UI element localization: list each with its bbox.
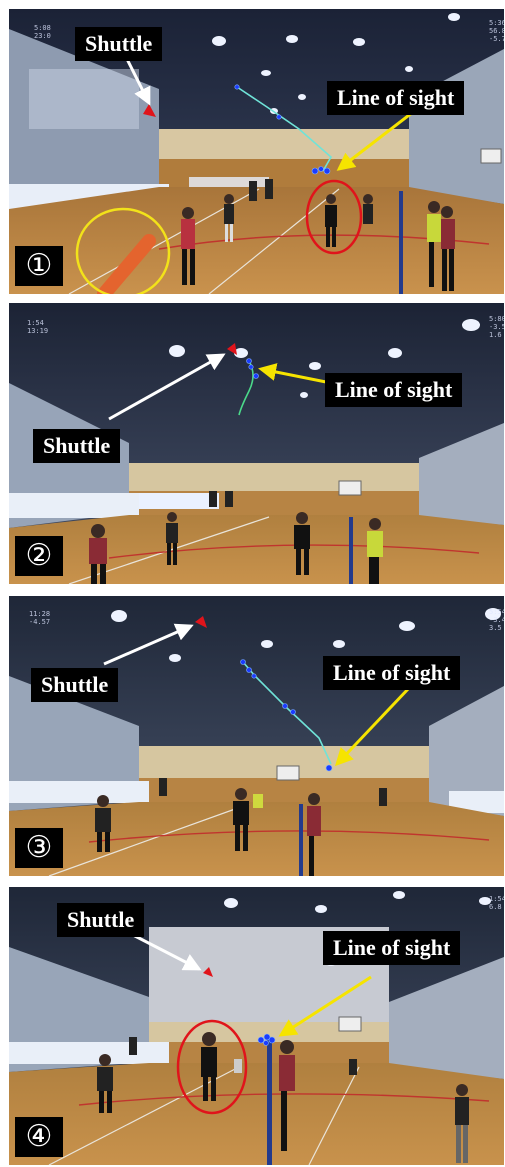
photo-panel-1: Shuttle Line of sight ① 5:08 23:0 5:36 5… — [9, 9, 504, 294]
line-of-sight-label: Line of sight — [327, 81, 465, 115]
shuttle-label: Shuttle — [31, 668, 119, 702]
hud-readout-right: 5:54 -3.4 3.5 — [489, 608, 504, 632]
shuttle-label: Shuttle — [57, 903, 145, 937]
hud-readout-left: 1:54 13:19 — [27, 319, 49, 335]
hud-readout-right: 5:36 56.8 -5.7 — [489, 19, 504, 43]
panel-number: ④ — [15, 1117, 63, 1157]
gym-scene-2 — [9, 303, 504, 584]
hud-readout-right: 1:54 6.8 — [489, 895, 504, 911]
line-of-sight-label: Line of sight — [323, 656, 461, 690]
photo-panel-3: Shuttle Line of sight ③ 11:28 -4.57 5:54… — [9, 596, 504, 876]
hud-readout-right: 5:80 -3.5 1.6 — [489, 315, 504, 339]
shuttle-label: Shuttle — [33, 429, 121, 463]
photo-panel-4: Shuttle Line of sight ④ 1:54 6.8 — [9, 887, 504, 1165]
line-of-sight-label: Line of sight — [323, 931, 461, 965]
panel-number: ③ — [15, 828, 63, 868]
shuttle-label: Shuttle — [75, 27, 163, 61]
hud-readout-left: 5:08 23:0 — [34, 24, 51, 40]
hud-readout-left: 11:28 -4.57 — [29, 610, 51, 626]
panel-number: ① — [15, 246, 63, 286]
gym-scene-3 — [9, 596, 504, 876]
photo-panel-2: Shuttle Line of sight ② 1:54 13:19 5:80 … — [9, 303, 504, 584]
panel-number: ② — [15, 536, 63, 576]
line-of-sight-label: Line of sight — [325, 373, 463, 407]
